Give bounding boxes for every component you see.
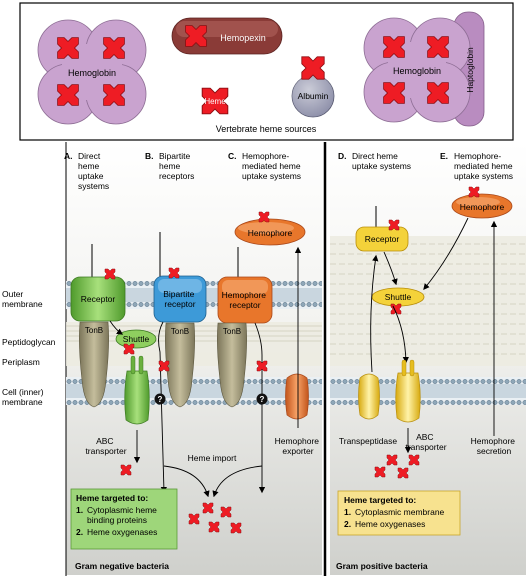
col-d-letter: D. <box>338 151 347 161</box>
tonb-c: TonB <box>217 322 247 408</box>
col-c-title: Hemophore- mediated heme uptake systems <box>242 151 303 181</box>
col-c-letter: C. <box>228 151 237 161</box>
col-b-title: Bipartite heme receptors <box>159 151 194 181</box>
shuttle-a: Shuttle <box>115 329 157 355</box>
pos-box-item-1: Cytoplasmic membrane <box>355 507 445 517</box>
col-a-letter: A. <box>64 151 73 161</box>
hemophore-secretion-label: Hemophore secretion <box>471 436 518 456</box>
hemophore-c: Hemophore <box>234 211 306 246</box>
hemophore-receptor: Hemophore receptor <box>217 247 273 324</box>
col-b-letter: B. <box>145 151 154 161</box>
svg-text:1.: 1. <box>344 507 351 517</box>
svg-text:1.: 1. <box>76 505 83 515</box>
svg-text:?: ? <box>158 395 163 404</box>
bipartite-label: Bipartite receptor <box>163 289 197 309</box>
hemophore-e-label: Hemophore <box>460 202 505 212</box>
svg-text:2.: 2. <box>344 519 351 529</box>
abc-right-label: ABC transporter <box>405 432 446 452</box>
tonb-a: TonB <box>79 321 109 408</box>
column-headings: A. Direct heme uptake systems B. Biparti… <box>64 151 515 191</box>
gram-positive-label: Gram positive bacteria <box>336 561 428 571</box>
hemophore-receptor-label: Hemophore receptor <box>222 290 269 310</box>
svg-text:2.: 2. <box>76 527 83 537</box>
col-e-title: Hemophore- mediated heme uptake systems <box>454 151 515 181</box>
hemoglobin-left-label: Hemoglobin <box>68 68 116 78</box>
bipartite-receptor: Bipartite receptor <box>153 232 207 323</box>
hemophore-exporter-label: Hemophore exporter <box>275 436 322 456</box>
col-e-letter: E. <box>440 151 448 161</box>
col-a-title: Direct heme uptake systems <box>78 151 109 191</box>
albumin: Albumin <box>291 56 335 118</box>
abc-transporter-right: ABC transporter <box>395 359 447 452</box>
outer-membrane-label: Outer membrane <box>2 289 43 309</box>
tonb-b-label: TonB <box>171 327 189 336</box>
hemopexin-label: Hemopexin <box>220 33 266 43</box>
abc-transporter-left: ABC transporter <box>85 355 150 456</box>
gram-negative-label: Gram negative bacteria <box>75 561 169 571</box>
receptor-d: Receptor <box>355 206 409 252</box>
shuttle-a-label: Shuttle <box>123 334 150 344</box>
heme-import-label: Heme import <box>188 453 237 463</box>
hemoglobin-right-label: Hemoglobin <box>393 66 441 76</box>
neg-box-item-2: Heme oxygenases <box>87 527 157 537</box>
col-d-title: Direct heme uptake systems <box>352 151 411 171</box>
abc-left-label: ABC transporter <box>85 436 126 456</box>
shuttle-d-label: Shuttle <box>385 292 412 302</box>
svg-text:?: ? <box>260 395 265 404</box>
periplasm-label: Periplasm <box>2 357 40 367</box>
layer-labels: Outer membrane Peptidoglycan Periplasm C… <box>2 289 56 407</box>
hemophore-c-label: Hemophore <box>248 228 293 238</box>
receptor-a: Receptor <box>70 244 126 322</box>
hemophore-exporter: Hemophore exporter <box>275 373 322 456</box>
tonb-c-label: TonB <box>223 327 241 336</box>
heme-label: Heme <box>204 97 226 106</box>
transpeptidase: Transpeptidase <box>339 373 398 446</box>
sources-caption: Vertebrate heme sources <box>216 124 317 134</box>
receptor-d-label: Receptor <box>365 234 400 244</box>
haptoglobin-label: Haptoglobin <box>465 47 475 93</box>
cell-membrane-label: Cell (inner) membrane <box>2 387 46 407</box>
gram-positive-envelope <box>330 236 526 405</box>
neg-box-title: Heme targeted to: <box>76 493 148 503</box>
hemopexin: Hemopexin <box>171 17 283 55</box>
hemoglobin-haptoglobin: Hemoglobin Haptoglobin <box>363 11 485 127</box>
hemoglobin-left: Hemoglobin <box>37 19 147 125</box>
gram-negative-target-box: Heme targeted to: 1. Cytoplasmic heme bi… <box>70 488 178 550</box>
albumin-label: Albumin <box>298 91 329 101</box>
gram-positive-target-box: Heme targeted to: 1. Cytoplasmic membran… <box>337 490 461 536</box>
question-c: ? <box>256 393 268 405</box>
receptor-a-label: Receptor <box>81 294 116 304</box>
pos-box-title: Heme targeted to: <box>344 495 416 505</box>
peptidoglycan-label: Peptidoglycan <box>2 337 56 347</box>
pos-box-item-2: Heme oxygenases <box>355 519 425 529</box>
tonb-a-label: TonB <box>85 326 103 335</box>
hemophore-e: Hemophore <box>451 186 513 219</box>
question-b: ? <box>154 393 166 405</box>
transpeptidase-label: Transpeptidase <box>339 436 398 446</box>
free-heme: Heme <box>201 87 229 115</box>
neg-box-item-1: Cytoplasmic heme binding proteins <box>87 505 159 525</box>
